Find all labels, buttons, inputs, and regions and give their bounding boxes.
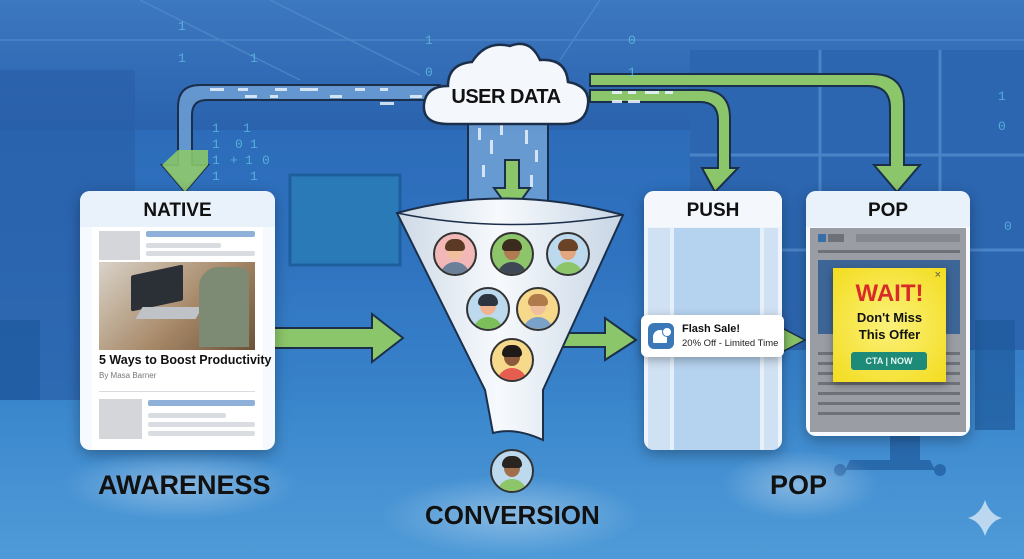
cta-button[interactable]: CTA | NOW [851, 352, 927, 370]
placeholder-thumb [99, 231, 140, 260]
pop-up-modal: × WAIT! Don't Miss This Offer CTA | NOW [833, 268, 946, 382]
svg-text:0: 0 [998, 119, 1006, 134]
svg-text:0: 0 [1004, 219, 1012, 234]
pop-title: POP [806, 191, 970, 227]
svg-text:1: 1 [212, 169, 220, 184]
placeholder-line [148, 400, 255, 406]
push-notification[interactable]: Flash Sale! 20% Off - Limited Time [641, 315, 784, 357]
cloud-label: USER DATA [451, 86, 561, 108]
svg-text:1: 1 [178, 19, 186, 34]
native-title: NATIVE [80, 191, 275, 227]
laptop-keyboard [135, 307, 203, 319]
data-stream-dashes-right [612, 91, 673, 103]
sparkle-icon [968, 500, 1002, 536]
converted-user-avatar-icon [490, 449, 534, 493]
person-avatar-icon [433, 232, 477, 276]
arrow-push-to-pop [781, 326, 807, 354]
notification-body: 20% Off - Limited Time [682, 338, 779, 349]
cloud-icon [422, 42, 590, 126]
stage-awareness: AWARENESS [98, 470, 271, 500]
person-avatar-icon [490, 232, 534, 276]
svg-text:1: 1 [250, 137, 258, 152]
native-article-page: 5 Ways to Boost Productivity By Masa Bar… [92, 227, 271, 450]
svg-text:0: 0 [628, 33, 636, 48]
user-data-cloud: USER DATA [418, 38, 594, 130]
bell-clock-icon [648, 323, 674, 349]
placeholder-line [146, 231, 255, 237]
person-silhouette [199, 267, 249, 347]
svg-text:+: + [230, 153, 238, 168]
popup-headline: WAIT! [855, 280, 924, 307]
arrow-funnel-to-push [559, 316, 638, 362]
placeholder-thumb [99, 399, 142, 439]
close-icon[interactable]: × [934, 269, 941, 281]
placeholder-line [148, 431, 255, 436]
data-stream-dashes-left [210, 88, 422, 105]
divider [99, 391, 255, 392]
svg-text:1: 1 [178, 51, 186, 66]
placeholder-line [146, 251, 255, 256]
person-avatar-icon [490, 338, 534, 382]
arrow-to-push [589, 89, 741, 194]
popup-line1: Don't Miss [856, 310, 923, 325]
svg-text:1: 1 [245, 153, 253, 168]
placeholder-line [148, 422, 255, 427]
notification-title: Flash Sale! [682, 323, 741, 335]
native-article-author: By Masa Barner [99, 371, 157, 380]
laptop-photo [99, 262, 255, 350]
svg-text:1: 1 [212, 137, 220, 152]
stage-pop: POP [770, 470, 828, 500]
arrow-to-pop [589, 73, 923, 194]
native-article-title[interactable]: 5 Ways to Boost Productivity [99, 353, 272, 367]
arrow-to-native [159, 84, 441, 194]
svg-text:0: 0 [262, 153, 270, 168]
svg-text:1: 1 [425, 33, 433, 48]
push-title: PUSH [644, 191, 782, 227]
svg-text:1: 1 [998, 89, 1006, 104]
stage-conversion: CONVERSION [425, 500, 600, 530]
native-ad-card: NATIVE 5 Ways to Boost Productivity By M… [80, 191, 275, 450]
arrow-native-to-funnel [271, 311, 405, 365]
svg-text:1: 1 [250, 169, 258, 184]
popup-line2: This Offer [858, 327, 921, 342]
svg-text:1: 1 [628, 65, 636, 80]
svg-text:1: 1 [250, 51, 258, 66]
svg-text:0: 0 [425, 65, 433, 80]
placeholder-line [148, 413, 226, 418]
person-avatar-icon [466, 287, 510, 331]
svg-text:0: 0 [235, 137, 243, 152]
person-avatar-icon [546, 232, 590, 276]
svg-text:1: 1 [212, 121, 220, 136]
svg-text:1: 1 [243, 121, 251, 136]
placeholder-line [146, 243, 221, 248]
laptop-screen [131, 264, 183, 312]
person-avatar-icon [516, 287, 560, 331]
svg-text:1: 1 [212, 153, 220, 168]
